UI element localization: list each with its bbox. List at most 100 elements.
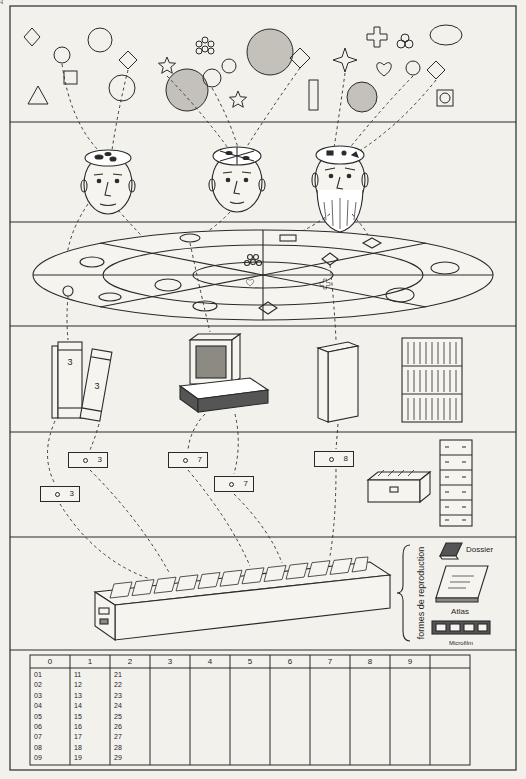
head-child xyxy=(259,179,265,191)
head-elder xyxy=(362,173,368,187)
frame xyxy=(10,221,516,222)
card-to-drawer-lines xyxy=(330,469,336,556)
index-card: 8 xyxy=(314,451,354,467)
books xyxy=(82,408,102,411)
classification-wheel xyxy=(0,0,493,320)
card-drawer xyxy=(110,582,132,598)
world-shapes xyxy=(208,41,214,47)
card-furniture xyxy=(368,440,472,526)
world-shapes xyxy=(28,86,48,104)
card-number: 3 xyxy=(98,453,102,467)
classification-wheel xyxy=(99,293,121,301)
reproduction-forms xyxy=(448,576,474,588)
card-drawer xyxy=(115,575,390,640)
table-cell: 18 xyxy=(74,743,82,750)
head-elder xyxy=(327,151,333,155)
perception-lines xyxy=(62,64,98,150)
decimal-table xyxy=(30,668,470,669)
perception-lines xyxy=(112,70,128,150)
classification-wheel xyxy=(431,262,459,274)
reproduction-forms xyxy=(464,624,474,631)
head-elder xyxy=(317,190,363,232)
decimal-table xyxy=(70,655,430,765)
card-to-drawer-lines xyxy=(234,494,282,563)
world-shapes xyxy=(109,75,135,101)
book-to-card-lines xyxy=(234,414,238,474)
card-drawer xyxy=(242,568,264,584)
world-shapes xyxy=(290,48,310,68)
books xyxy=(52,346,58,418)
card-number: 7 xyxy=(198,453,202,467)
card-drawer xyxy=(264,566,286,582)
perception-lines xyxy=(348,76,413,150)
head-elder xyxy=(324,198,356,229)
books xyxy=(402,338,462,422)
table-cell: 24 xyxy=(114,702,122,709)
world-shapes xyxy=(208,48,214,54)
books xyxy=(91,357,111,360)
table-cell: 1 xyxy=(88,658,92,666)
card-to-drawer-lines xyxy=(60,469,336,579)
index-card: 7 xyxy=(214,476,254,492)
world-shapes xyxy=(247,29,293,75)
books xyxy=(58,407,82,408)
world-shapes xyxy=(430,25,462,45)
head-child xyxy=(244,178,248,182)
card-number: 7 xyxy=(244,477,248,491)
card-furniture xyxy=(445,447,466,520)
card-drawer xyxy=(330,558,352,574)
card-to-drawer-lines xyxy=(60,504,150,579)
books xyxy=(408,342,456,364)
head-young xyxy=(105,153,111,156)
card-furniture xyxy=(368,480,420,502)
world-shapes xyxy=(427,61,445,79)
world-shapes xyxy=(377,63,391,76)
table-cell: 09 xyxy=(34,754,42,761)
card-drawer xyxy=(95,592,115,640)
table-cell: 06 xyxy=(34,723,42,730)
head-child xyxy=(220,147,254,165)
head-young xyxy=(81,180,87,192)
head-child xyxy=(226,152,232,155)
table-cell: 15 xyxy=(74,712,82,719)
table-cell: 03 xyxy=(34,691,42,698)
head-elder xyxy=(312,173,318,187)
books xyxy=(318,348,328,422)
head-young xyxy=(129,180,135,192)
form-label: Atlas xyxy=(451,608,469,616)
card-to-drawer-lines xyxy=(90,470,170,574)
table-cell: 2 xyxy=(128,658,132,666)
index-card: 3 xyxy=(68,452,108,468)
table-cell: 11 xyxy=(74,671,81,678)
world-shapes xyxy=(440,93,450,103)
table-cell: 0 xyxy=(48,658,52,666)
table-cell: 13 xyxy=(74,691,82,698)
card-drawer xyxy=(286,563,308,579)
card-hole xyxy=(183,458,188,463)
classification-wheel xyxy=(259,302,277,314)
world-shapes xyxy=(406,61,420,75)
table-cell: 05 xyxy=(34,712,42,719)
head-elder xyxy=(325,168,355,170)
table-cell: 01 xyxy=(34,671,42,678)
card-drawer xyxy=(95,557,390,640)
card-drawer xyxy=(198,573,220,589)
table-cell: 6 xyxy=(288,658,292,666)
classification-wheel xyxy=(180,234,200,242)
table-cell: 14 xyxy=(74,702,82,709)
card-drawer xyxy=(352,557,368,572)
classification-wheel xyxy=(251,260,256,265)
classification-wheel xyxy=(280,235,296,241)
table-cell: 08 xyxy=(34,743,42,750)
volume-number: 3 xyxy=(67,358,72,367)
head-young xyxy=(94,174,122,175)
card-hole xyxy=(83,458,88,463)
card-drawer xyxy=(100,619,108,624)
books xyxy=(80,349,112,421)
table-cell: 28 xyxy=(114,743,122,750)
book-to-card-lines xyxy=(336,424,338,449)
head-child xyxy=(243,157,249,160)
world-shapes xyxy=(222,59,236,73)
